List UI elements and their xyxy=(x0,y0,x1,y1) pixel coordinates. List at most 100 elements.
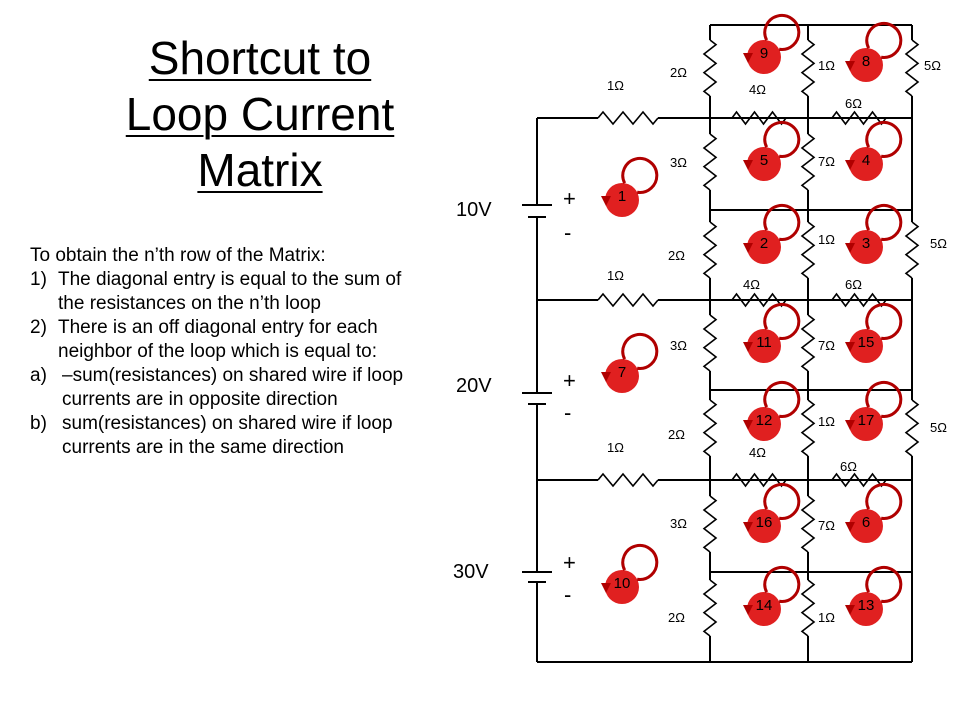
resistor-label: 3Ω xyxy=(670,516,687,531)
resistor-zigzag xyxy=(800,495,816,553)
resistor-label: 2Ω xyxy=(668,610,685,625)
loop-current-arrow xyxy=(763,204,801,241)
resistor-zigzag xyxy=(904,399,920,457)
resistor-label: 7Ω xyxy=(818,518,835,533)
loop-current-circle xyxy=(849,230,883,264)
resistor-label: 2Ω xyxy=(670,65,687,80)
loop-number: 2 xyxy=(760,235,768,252)
instruction-subitem-b: b) sum(resistances) on shared wire if lo… xyxy=(30,412,425,460)
loop-arrowhead xyxy=(601,583,611,593)
loop-current-arrow xyxy=(621,157,659,194)
loop-number: 14 xyxy=(756,597,773,614)
loop-current-marker: 3 xyxy=(845,204,903,264)
instruction-item-2-text: There is an off diagonal entry for each … xyxy=(58,317,378,362)
loop-current-circle xyxy=(849,48,883,82)
loop-current-marker: 11 xyxy=(743,303,801,363)
resistor-zigzag xyxy=(597,472,659,488)
loop-arrowhead xyxy=(601,372,611,382)
loop-current-circle xyxy=(747,407,781,441)
loop-arrowhead xyxy=(845,160,855,170)
voltage-sources: 10V + - 20V + - 30V + - xyxy=(453,186,576,607)
loop-current-arrow xyxy=(763,303,801,340)
loop-current-arrow xyxy=(865,121,903,158)
resistor-zigzag xyxy=(702,314,718,372)
loop-current-arrow xyxy=(763,483,801,520)
loop-arrowhead xyxy=(743,243,753,253)
instruction-item-1-text: The diagonal entry is equal to the sum o… xyxy=(58,269,402,314)
instruction-item-1-number: 1) xyxy=(30,269,47,290)
loop-current-arrow xyxy=(763,121,801,158)
loop-current-arrow xyxy=(865,204,903,241)
loop-current-arrow xyxy=(865,483,903,520)
loop-current-circle xyxy=(849,147,883,181)
resistor-label: 4Ω xyxy=(743,277,760,292)
resistor-label: 2Ω xyxy=(668,248,685,263)
loop-number: 3 xyxy=(862,235,870,252)
instruction-subitem-b-number: b) xyxy=(30,413,47,434)
title-line-2: Loop Current xyxy=(125,88,395,140)
loop-current-circle xyxy=(849,329,883,363)
source-20v-plus: + xyxy=(563,368,576,393)
loop-current-arrow xyxy=(865,566,903,603)
resistor-label: 1Ω xyxy=(818,610,835,625)
loop-current-circle xyxy=(605,183,639,217)
loop-current-arrow xyxy=(865,303,903,340)
resistor-zigzag xyxy=(597,292,659,308)
loop-current-marker: 7 xyxy=(601,333,659,393)
instruction-item-2: 2) There is an off diagonal entry for ea… xyxy=(30,316,425,364)
resistor-label: 1Ω xyxy=(607,440,624,455)
loop-current-circle xyxy=(849,592,883,626)
source-30v-plus: + xyxy=(563,550,576,575)
instruction-subitem-a-text: –sum(resistances) on shared wire if loop… xyxy=(62,365,404,410)
resistor-label: 5Ω xyxy=(924,58,941,73)
loop-arrowhead xyxy=(743,522,753,532)
loop-current-marker: 15 xyxy=(845,303,903,363)
resistor-label: 1Ω xyxy=(818,58,835,73)
resistor-label: 2Ω xyxy=(668,427,685,442)
loop-current-circle xyxy=(747,509,781,543)
source-10v-label: 10V xyxy=(456,199,492,221)
loop-current-marker: 6 xyxy=(845,483,903,543)
resistor-label: 3Ω xyxy=(670,338,687,353)
source-20v-minus: - xyxy=(564,400,571,425)
resistor-label: 1Ω xyxy=(607,78,624,93)
resistor-zigzag xyxy=(702,495,718,553)
loop-number: 10 xyxy=(614,575,631,592)
loop-number: 13 xyxy=(858,597,875,614)
title-line-1: Shortcut to xyxy=(148,32,372,84)
loop-current-arrow xyxy=(621,333,659,370)
loop-current-circle xyxy=(849,407,883,441)
resistor-zigzag xyxy=(702,399,718,457)
source-30v-label: 30V xyxy=(453,561,489,583)
loop-current-circle xyxy=(747,40,781,74)
resistor-zigzag xyxy=(702,39,718,97)
loop-current-circle xyxy=(605,359,639,393)
loop-arrowhead xyxy=(845,605,855,615)
instruction-subitem-a: a) –sum(resistances) on shared wire if l… xyxy=(30,364,425,412)
resistor-label: 7Ω xyxy=(818,338,835,353)
source-30v-minus: - xyxy=(564,582,571,607)
instruction-subitem-b-text: sum(resistances) on shared wire if loop … xyxy=(62,413,393,458)
loop-current-marker: 2 xyxy=(743,204,801,264)
loop-current-marker: 17 xyxy=(845,381,903,441)
loop-arrowhead xyxy=(601,196,611,206)
instructions-intro: To obtain the n’th row of the Matrix: xyxy=(30,245,326,266)
loop-current-marker: 8 xyxy=(845,22,903,82)
resistor-zigzag xyxy=(904,221,920,279)
resistor-zigzag xyxy=(702,579,718,637)
source-10v-minus: - xyxy=(564,220,571,245)
resistor-zigzag xyxy=(800,314,816,372)
loop-current-arrow xyxy=(763,381,801,418)
loop-current-arrow xyxy=(763,14,801,51)
loop-current-arrow xyxy=(763,566,801,603)
loop-current-marker: 1 xyxy=(601,157,659,217)
resistor-label: 7Ω xyxy=(818,154,835,169)
loop-number: 9 xyxy=(760,45,768,62)
loop-number: 16 xyxy=(756,514,773,531)
loop-number: 17 xyxy=(858,412,875,429)
loop-arrowhead xyxy=(743,605,753,615)
loop-arrowhead xyxy=(845,243,855,253)
title-line-3: Matrix xyxy=(197,144,323,196)
source-20v-label: 20V xyxy=(456,375,492,397)
resistor-label: 5Ω xyxy=(930,236,947,251)
